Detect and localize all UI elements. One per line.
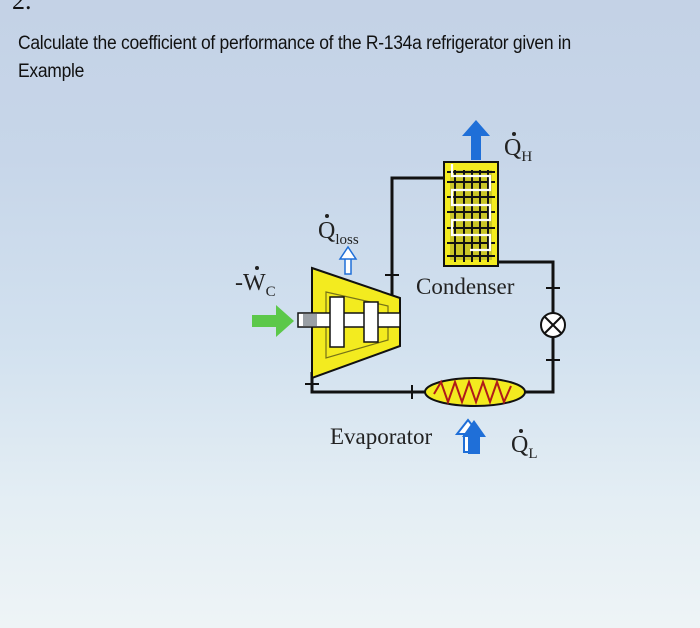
qloss-arrow-icon bbox=[338, 245, 358, 275]
qh-label: QH bbox=[504, 132, 532, 165]
compressor-unit bbox=[297, 266, 401, 380]
qloss-label: Qloss bbox=[318, 214, 359, 248]
work-input-arrow-icon bbox=[252, 305, 294, 337]
evaporator-label: Evaporator bbox=[330, 424, 433, 449]
evaporator-unit bbox=[424, 377, 526, 407]
qh-arrow-icon bbox=[462, 120, 490, 160]
pipe-tick-marks bbox=[305, 274, 560, 399]
condenser-unit bbox=[443, 161, 499, 267]
wc-label: -WC bbox=[235, 266, 276, 300]
question-text: Calculate the coefficient of performance… bbox=[18, 33, 571, 82]
ql-label: QL bbox=[511, 429, 538, 462]
expansion-valve-icon bbox=[540, 312, 566, 338]
condenser-label: Condenser bbox=[416, 274, 515, 299]
problem-number: 2. bbox=[12, 0, 32, 15]
